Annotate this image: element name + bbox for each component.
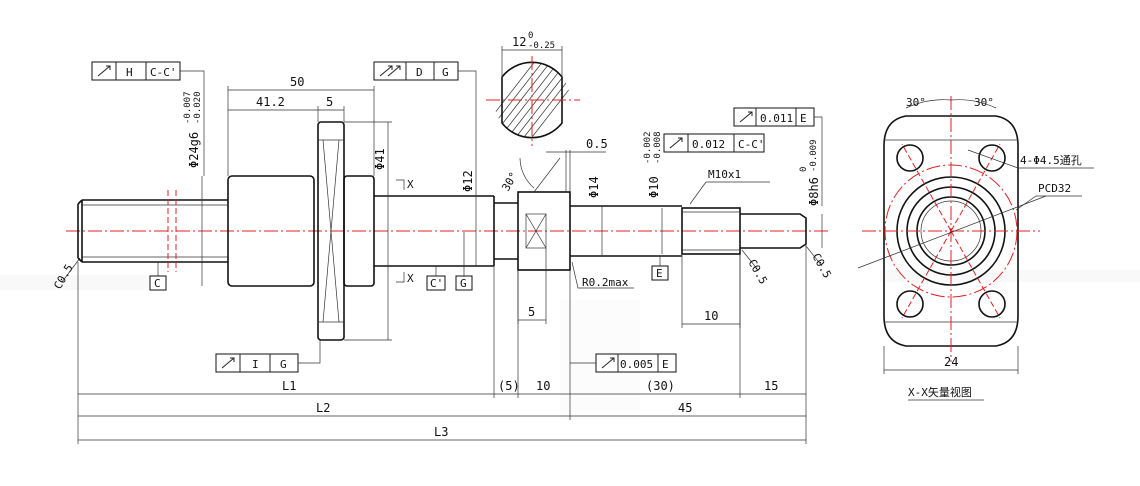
datum-c-prime: C' [430,277,443,290]
fcf2-ref1: D [416,66,423,79]
dim-phi24-tol-up: -0.007 [183,91,193,124]
dim-5-flange: 5 [326,95,333,109]
dim-phi8-tol-low: -0.009 [809,139,819,172]
dim-24: 24 [944,355,958,369]
dim-l3: L3 [434,425,448,439]
fcf4-ref: E [800,112,807,125]
fcf-frame-2: D G [373,61,477,196]
chamfer-mid: C0.5 [745,257,770,286]
fcf-frame-1: H C-C' [91,61,205,176]
holes-note: 4-Φ4.5通孔 [1020,154,1082,167]
fcf1-ref1: H [126,66,133,79]
dim-phi10: Φ10 [647,176,661,198]
nut-body [227,175,315,287]
fcf5-ref1: I [252,358,259,371]
left-chamfer-end [77,199,83,263]
dim-angle-30: 30° [499,170,520,194]
dim-phi14: Φ14 [587,176,601,198]
flange-outline [883,115,1019,347]
runout-icon-4 [739,111,753,123]
bolt-hole-br [978,290,1006,318]
dim-5-lower: 5 [528,305,535,319]
top-dimensions: 50 41.2 5 Φ24g6 -0.007 -0.020 Φ41 X X Φ1… [183,75,823,341]
fcf3-val: 0.012 [692,138,725,151]
fcf6-val: 0.005 [620,358,653,371]
fcf1-ref2: C-C' [150,66,177,79]
datum-c: C [154,277,161,290]
dim-phi41: Φ41 [373,148,387,170]
dim-phi24-tol-low: -0.020 [193,91,203,124]
dim-l1: L1 [282,379,296,393]
dim-45: 45 [678,401,692,415]
dim-phi8: Φ8h6 [807,177,821,206]
dim-l2: L2 [316,401,330,415]
bottom-dimensions: L1 (5) 10 (30) 15 L2 45 L3 [77,244,807,444]
fcf2-ref2: G [442,66,449,79]
dim-m10: M10x1 [708,168,741,181]
bolt-hole-bl [896,290,924,318]
dim-12-tol-up: 0 [528,31,533,41]
main-shaft [66,121,830,341]
section-mark-lower: X [407,272,414,285]
dim-12-tol-low: -0.25 [528,41,555,51]
dim-phi12: Φ12 [461,170,475,192]
angle-30-right: 30° [974,96,994,109]
cross-section-view: 12 0 -0.25 [486,31,580,146]
runout-icon-5 [221,357,235,369]
dim-50: 50 [290,75,304,89]
chamfer-right: C0.5 [809,251,834,280]
total-runout-icon [379,65,401,77]
fcf6-ref: E [662,358,669,371]
dim-paren-30: (30) [646,379,675,393]
runout-icon [97,65,111,77]
fcf-frame-6: 0.005 E [570,353,677,373]
pcd-note: PCD32 [1038,182,1071,195]
dim-phi10-tol-low: -0.008 [653,131,663,164]
dim-0-5: 0.5 [586,137,608,151]
datum-markers: C C' G E [149,232,669,291]
dim-12-width: 12 [512,35,526,49]
fcf4-val: 0.011 [760,112,793,125]
angle-30-left: 30° [906,96,926,109]
fcf-frame-4: 0.011 E [733,107,823,206]
collar [517,191,571,271]
dim-phi10-tol-up: -0.002 [643,131,653,164]
datum-g: G [460,277,467,290]
bolt-hole-tl [896,144,924,172]
fcf5-ref2: G [280,358,287,371]
runout-icon-3 [669,137,683,149]
radius-note: R0.2max [582,276,629,289]
fcf3-ref: C-C' [738,138,765,151]
dim-15: 15 [764,379,778,393]
dim-10-thread: 10 [704,309,718,323]
dim-10-low: 10 [536,379,550,393]
bolt-hole-tr [978,144,1006,172]
fcf-frame-3: 0.012 C-C' [663,133,765,153]
dim-41-2: 41.2 [256,95,285,109]
dim-phi24: Φ24g6 [187,132,201,168]
end-view: 30° 30° 4-Φ4.5通孔 PCD32 24 X-X矢量视图 [857,96,1094,401]
dim-phi8-tol-up: 0 [799,167,809,172]
fcf-frame-5: I G [215,340,321,373]
break-marks [167,190,177,272]
datum-e: E [656,267,663,280]
section-mark-upper: X [407,178,414,191]
view-title: X-X矢量视图 [908,385,972,399]
runout-icon-6 [601,357,615,369]
dim-paren-5: (5) [498,379,520,393]
